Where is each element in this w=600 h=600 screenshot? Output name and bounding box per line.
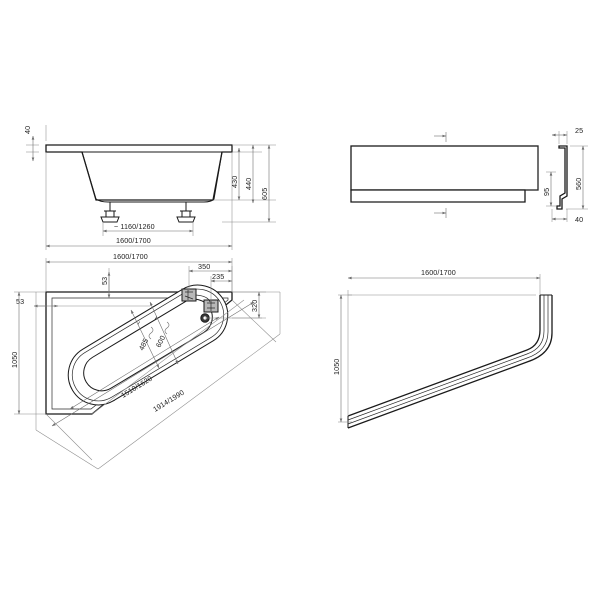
view-front-elevation: 40 430 440 605 ~ 1160/1260 bbox=[23, 125, 276, 250]
dim-label-panel-height: 560 bbox=[574, 178, 583, 190]
dim-label-plan-waste-from-side: 320 bbox=[250, 300, 259, 312]
dim-panel-foot-offset: 40 bbox=[551, 209, 583, 224]
dim-label-overall-height: 605 bbox=[260, 188, 269, 200]
panel-plan-edge-1 bbox=[347, 295, 541, 417]
dim-label-plan-diagonal: 1914/1990 bbox=[151, 388, 185, 414]
dim-label-panel-top-lip: 25 bbox=[575, 126, 583, 135]
dim-plan-overflow-from-end: 235 bbox=[210, 272, 233, 283]
panel-front-body bbox=[350, 145, 539, 191]
bath-underside bbox=[81, 151, 223, 203]
dim-label-feet-span: ~ 1160/1260 bbox=[114, 222, 155, 231]
dim-plan-overall-length: 1600/1700 bbox=[45, 252, 233, 264]
panel-front-edge bbox=[525, 146, 539, 191]
bath-foot-left bbox=[100, 202, 120, 223]
dim-label-panel-lower-leg: 95 bbox=[542, 188, 551, 196]
view-panel-front bbox=[350, 132, 539, 218]
panel-front-skirt bbox=[350, 189, 526, 203]
view-plan: 1600/1700 53 53 1050 350 bbox=[10, 252, 281, 470]
panel-front-section-arrow-top bbox=[434, 132, 447, 142]
dim-panel-plan-length: 1600/1700 bbox=[347, 268, 541, 280]
dim-panel-height: 560 bbox=[574, 145, 585, 210]
bath-foot-right bbox=[176, 202, 196, 223]
dim-label-inner-depth: 430 bbox=[230, 176, 239, 188]
dim-label-plan-waste-from-end: 350 bbox=[198, 262, 210, 271]
panel-plan-edge-3 bbox=[347, 295, 549, 425]
dim-panel-top-lip: 25 bbox=[551, 126, 583, 137]
dim-plan-waste-from-end: 350 bbox=[188, 262, 233, 273]
dim-label-panel-foot-offset: 40 bbox=[575, 215, 583, 224]
dim-plan-overall-width: 1050 bbox=[10, 291, 21, 415]
view-panel-plan: 1600/1700 1050 bbox=[332, 268, 553, 429]
panel-plan-edge-4 bbox=[347, 295, 553, 429]
dim-label-plan-overall-length: 1600/1700 bbox=[113, 252, 148, 261]
dim-label-overall-length-elevation: 1600/1700 bbox=[116, 236, 151, 245]
panel-front-section-arrow-bottom bbox=[434, 208, 447, 218]
dim-label-panel-plan-length: 1600/1700 bbox=[421, 268, 456, 277]
view-panel-section: 25 95 560 40 bbox=[542, 126, 588, 224]
dim-label-panel-plan-width: 1050 bbox=[332, 359, 341, 375]
dim-plan-rim-top: 53 bbox=[100, 271, 111, 299]
bath-body-outline bbox=[45, 144, 233, 201]
panel-section-profile bbox=[556, 145, 568, 210]
dim-label-plan-overflow-from-end: 235 bbox=[212, 272, 224, 281]
dim-rim-thickness: 40 bbox=[23, 126, 35, 162]
dim-inner-depth: 430 bbox=[230, 147, 241, 201]
dim-label-plan-rim-top: 53 bbox=[100, 277, 109, 285]
dim-panel-plan-width: 1050 bbox=[332, 294, 343, 423]
dim-overall-length-elevation: 1600/1700 bbox=[45, 236, 233, 248]
dim-bath-height: 440 bbox=[244, 144, 255, 204]
dim-label-plan-rim-left: 53 bbox=[16, 297, 24, 306]
panel-plan-edge-2 bbox=[347, 295, 545, 421]
dim-panel-lower-leg: 95 bbox=[542, 171, 553, 207]
dim-label-rim-thickness: 40 bbox=[23, 126, 32, 134]
dim-label-bath-height: 440 bbox=[244, 178, 253, 190]
dim-plan-waste-from-side: 320 bbox=[250, 291, 261, 319]
dim-feet-span: ~ 1160/1260 bbox=[102, 222, 194, 233]
dim-overall-height: 605 bbox=[260, 144, 271, 223]
dim-label-plan-overall-width: 1050 bbox=[10, 352, 19, 368]
